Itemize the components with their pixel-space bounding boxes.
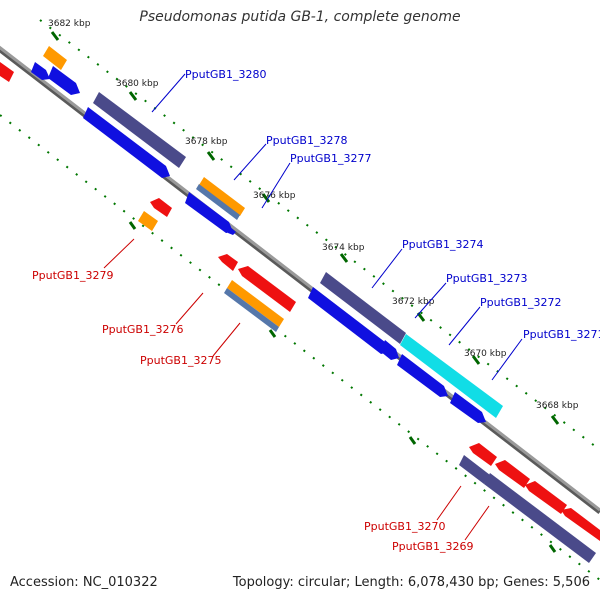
reverse-cds-arrow[interactable] <box>218 254 238 271</box>
accession-label: Accession: NC_010322 <box>10 575 158 590</box>
tick-mark <box>548 544 557 553</box>
orange-gene-bar[interactable] <box>199 177 245 216</box>
cds-arrow[interactable] <box>228 226 236 235</box>
gene-bar-3270[interactable] <box>459 455 490 484</box>
reverse-cds-arrow[interactable] <box>469 443 497 466</box>
orange-gene-bars <box>43 46 284 327</box>
cds-arrow[interactable] <box>450 392 486 423</box>
reverse-cds-arrow[interactable] <box>150 198 172 217</box>
leader-line <box>175 292 204 325</box>
cds-arrow[interactable] <box>308 287 389 354</box>
tick-mark <box>261 193 271 203</box>
reverse-leader-lines <box>103 238 490 541</box>
tick-label: 3670 kbp <box>464 349 507 359</box>
inner-tick-ruler <box>0 114 600 581</box>
orange-gene-bar[interactable] <box>43 46 67 70</box>
gene-bar-3280[interactable] <box>93 92 186 168</box>
rna-bar[interactable] <box>224 288 279 332</box>
gene-label-3280[interactable]: PputGB1_3280 <box>185 68 266 81</box>
tick-label: 3674 kbp <box>322 243 365 253</box>
outer-tick-ruler <box>39 19 600 451</box>
tick-mark <box>206 151 216 161</box>
tick-label: 3668 kbp <box>536 401 579 411</box>
cds-arrow[interactable] <box>380 340 399 360</box>
reverse-cds-arrow[interactable] <box>495 460 530 488</box>
tick-label: 3672 kbp <box>392 297 435 307</box>
tick-label: 3680 kbp <box>116 79 159 89</box>
tick-mark <box>268 329 277 338</box>
gene-label-3269[interactable]: PputGB1_3269 <box>392 540 473 553</box>
reverse-cds-arrow[interactable] <box>525 481 567 514</box>
tick-mark <box>50 31 60 41</box>
gene-label-3274[interactable]: PputGB1_3274 <box>402 238 483 251</box>
major-ticks <box>50 31 560 553</box>
tick-label: 3678 kbp <box>185 137 228 147</box>
gene-label-3273[interactable]: PputGB1_3273 <box>446 272 527 285</box>
leader-line <box>371 248 403 289</box>
tick-mark <box>471 355 481 365</box>
leader-line <box>448 306 481 346</box>
gene-bar-3274[interactable] <box>320 272 406 344</box>
tick-mark <box>408 436 417 445</box>
map-title: Pseudomonas putida GB-1, complete genome <box>139 9 461 25</box>
gene-label-3278[interactable]: PputGB1_3278 <box>266 134 347 147</box>
cds-arrow[interactable] <box>397 354 448 397</box>
tick-mark <box>128 91 138 101</box>
reverse-cds-arrow[interactable] <box>0 62 14 82</box>
orange-gene-bar[interactable] <box>227 280 284 327</box>
topology-label: Topology: circular; Length: 6,078,430 bp… <box>232 575 590 590</box>
forward-gene-bars <box>93 92 596 563</box>
cds-arrow[interactable] <box>83 107 170 178</box>
leader-line <box>436 485 462 521</box>
leader-line <box>103 238 135 269</box>
gene-label-3271[interactable]: PputGB1_3271 <box>523 328 600 341</box>
leader-line <box>261 162 291 209</box>
gene-label-3279[interactable]: PputGB1_3279 <box>32 269 113 282</box>
forward-cds-arrows <box>31 62 486 423</box>
gene-label-3272[interactable]: PputGB1_3272 <box>480 296 561 309</box>
leader-line <box>212 322 241 357</box>
tick-mark <box>339 253 349 263</box>
leader-line <box>491 338 523 381</box>
leader-line <box>151 73 186 113</box>
reverse-cds-arrow[interactable] <box>238 266 296 312</box>
tick-label: 3676 kbp <box>253 191 296 201</box>
tick-mark <box>416 312 426 322</box>
leader-line <box>464 505 490 541</box>
orange-gene-bar[interactable] <box>138 211 158 231</box>
gene-label-3277[interactable]: PputGB1_3277 <box>290 152 371 165</box>
gene-bar-3269[interactable] <box>484 473 596 563</box>
tick-mark <box>128 221 137 230</box>
reverse-cds-arrow[interactable] <box>561 508 600 541</box>
leader-line <box>414 282 447 319</box>
tick-mark <box>550 415 560 425</box>
forward-leader-lines <box>151 73 523 381</box>
tick-label: 3682 kbp <box>48 19 91 29</box>
reverse-cds-arrows <box>0 62 600 541</box>
gene-label-3270[interactable]: PputGB1_3270 <box>364 520 445 533</box>
gene-bar-3271[interactable] <box>400 334 503 418</box>
cds-arrow[interactable] <box>48 66 80 95</box>
leader-line <box>233 143 267 181</box>
rna-bar[interactable] <box>196 184 240 220</box>
cds-arrow[interactable] <box>31 62 50 80</box>
gene-label-3275[interactable]: PputGB1_3275 <box>140 354 221 367</box>
cds-arrow[interactable] <box>185 192 233 233</box>
gene-label-3276[interactable]: PputGB1_3276 <box>102 323 183 336</box>
rna-bars <box>196 184 279 332</box>
